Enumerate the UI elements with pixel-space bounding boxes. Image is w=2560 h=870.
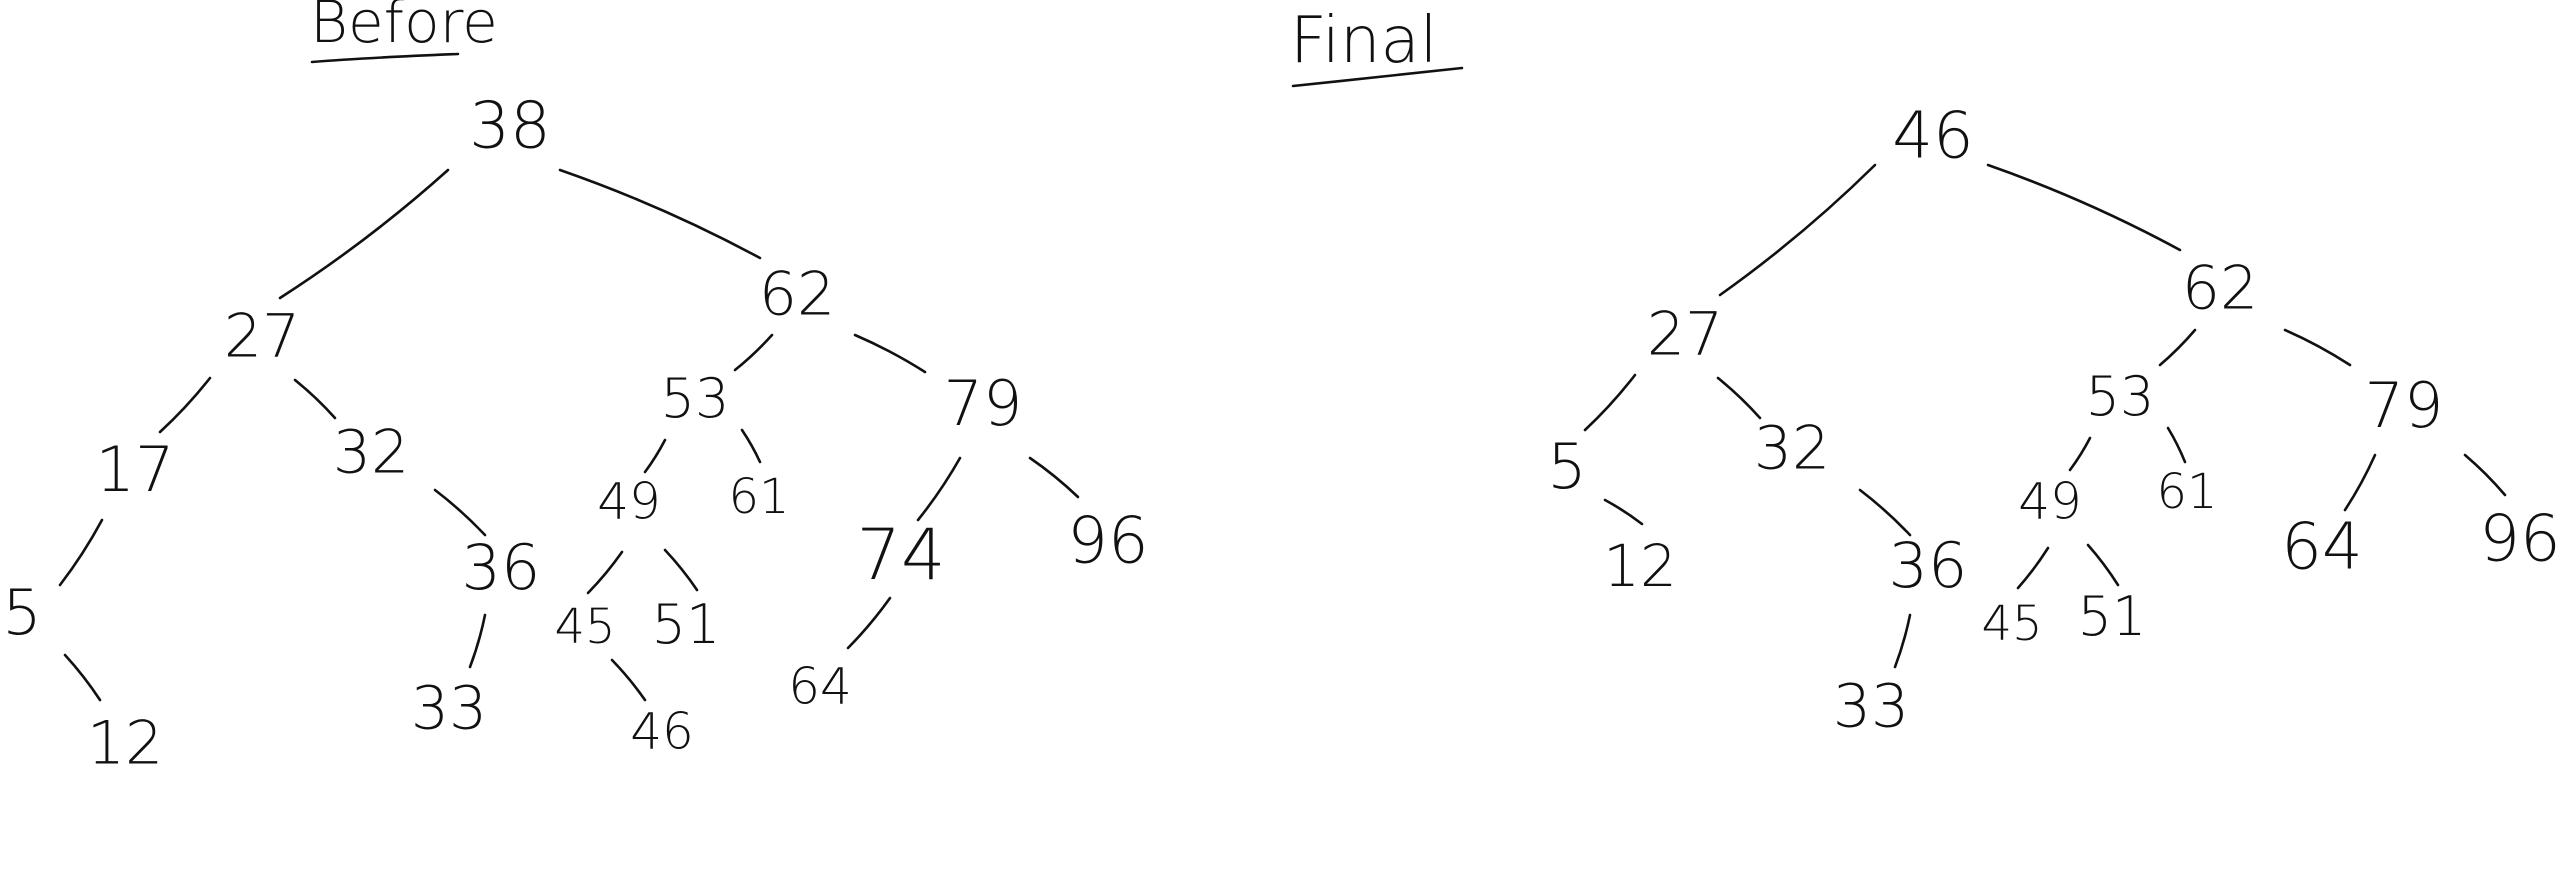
tree-edge-before-38-27 — [278, 168, 450, 300]
tree-edge-final-79-96 — [2463, 453, 2507, 497]
tree-node-final-49: 49 — [2018, 473, 2082, 531]
tree-edge-before-62-79 — [853, 333, 927, 374]
tree-node-final-96: 96 — [2479, 503, 2560, 577]
tree-edge-final-27-5 — [1583, 373, 1637, 432]
tree-node-before-61: 61 — [728, 469, 789, 525]
tree-node-final-33: 33 — [1833, 672, 1909, 742]
tree-node-before-74: 74 — [856, 514, 945, 596]
tree-node-before-96: 96 — [1067, 505, 1148, 579]
tree-node-final-32: 32 — [1754, 414, 1830, 484]
tree-node-before-33: 33 — [411, 674, 487, 744]
tree-edge-before-53-61 — [740, 428, 762, 464]
tree-edge-before-79-74 — [916, 456, 962, 522]
tree-node-before-53: 53 — [661, 367, 730, 430]
tree-edge-final-49-51 — [2086, 543, 2120, 587]
tree-node-before-46: 46 — [630, 703, 694, 761]
tree-edge-before-27-32 — [293, 378, 337, 420]
tree-node-final-61: 61 — [2156, 464, 2217, 520]
tree-edge-before-79-96 — [1028, 456, 1080, 499]
title-underline-final — [1291, 66, 1464, 88]
tree-node-before-79: 79 — [944, 367, 1023, 440]
tree-edge-before-62-53 — [733, 333, 774, 372]
tree-node-final-53: 53 — [2086, 365, 2155, 428]
tree-node-before-62: 62 — [759, 260, 835, 330]
diagram-title-before: Before — [310, 0, 498, 56]
tree-edge-final-79-64 — [2343, 453, 2377, 512]
tree-edge-final-49-45 — [2016, 546, 2050, 590]
tree-edge-final-5-12 — [1603, 498, 1644, 526]
tree-edge-final-53-49 — [2068, 436, 2092, 472]
tree-node-final-45: 45 — [1981, 596, 2042, 652]
tree-edge-final-62-53 — [2158, 328, 2197, 367]
tree-node-before-51: 51 — [652, 593, 721, 656]
tree-node-before-12: 12 — [87, 709, 163, 779]
tree-edge-before-53-49 — [643, 438, 667, 474]
tree-node-before-38: 38 — [469, 90, 550, 164]
tree-node-before-36: 36 — [462, 531, 541, 604]
tree-edge-before-27-17 — [158, 376, 212, 434]
tree-node-before-5: 5 — [2, 576, 41, 649]
tree-node-final-62: 62 — [2182, 254, 2258, 324]
tree-node-before-32: 32 — [333, 418, 409, 488]
tree-edge-before-74-64 — [846, 596, 892, 650]
tree-edge-before-5-12 — [63, 653, 102, 702]
tree-edge-before-17-5 — [58, 518, 104, 587]
tree-edge-final-46-27 — [1718, 163, 1877, 297]
tree-edge-before-49-45 — [586, 550, 624, 595]
tree-node-final-5: 5 — [1547, 430, 1586, 503]
tree-node-before-27: 27 — [224, 302, 300, 372]
tree-edge-before-49-51 — [663, 548, 699, 592]
tree-node-final-27: 27 — [1647, 300, 1723, 370]
tree-edge-before-36-33 — [468, 613, 487, 669]
tree-node-final-79: 79 — [2365, 369, 2444, 442]
tree-node-before-64: 64 — [788, 658, 852, 716]
tree-edge-before-32-36 — [433, 488, 487, 537]
tree-node-final-64: 64 — [2281, 511, 2362, 585]
tree-node-before-49: 49 — [597, 473, 661, 531]
tree-edge-final-32-36 — [1858, 488, 1912, 537]
tree-edge-final-36-33 — [1893, 613, 1912, 669]
tree-edge-final-53-61 — [2166, 426, 2187, 464]
tree-node-before-45: 45 — [554, 599, 615, 655]
tree-edge-before-38-62 — [558, 168, 762, 260]
diagram-title-final: Final — [1290, 4, 1438, 78]
title-underline-before — [310, 52, 460, 64]
tree-node-final-46: 46 — [1892, 100, 1973, 174]
tree-edge-final-27-32 — [1716, 376, 1762, 420]
tree-node-final-36: 36 — [1889, 529, 1968, 602]
tree-node-before-17: 17 — [96, 433, 175, 506]
tree-node-final-12: 12 — [1603, 532, 1677, 600]
tree-edge-before-45-46 — [610, 658, 647, 702]
tree-edge-final-46-62 — [1986, 163, 2182, 252]
tree-node-final-51: 51 — [2078, 585, 2147, 648]
tree-edge-final-62-79 — [2283, 328, 2352, 367]
